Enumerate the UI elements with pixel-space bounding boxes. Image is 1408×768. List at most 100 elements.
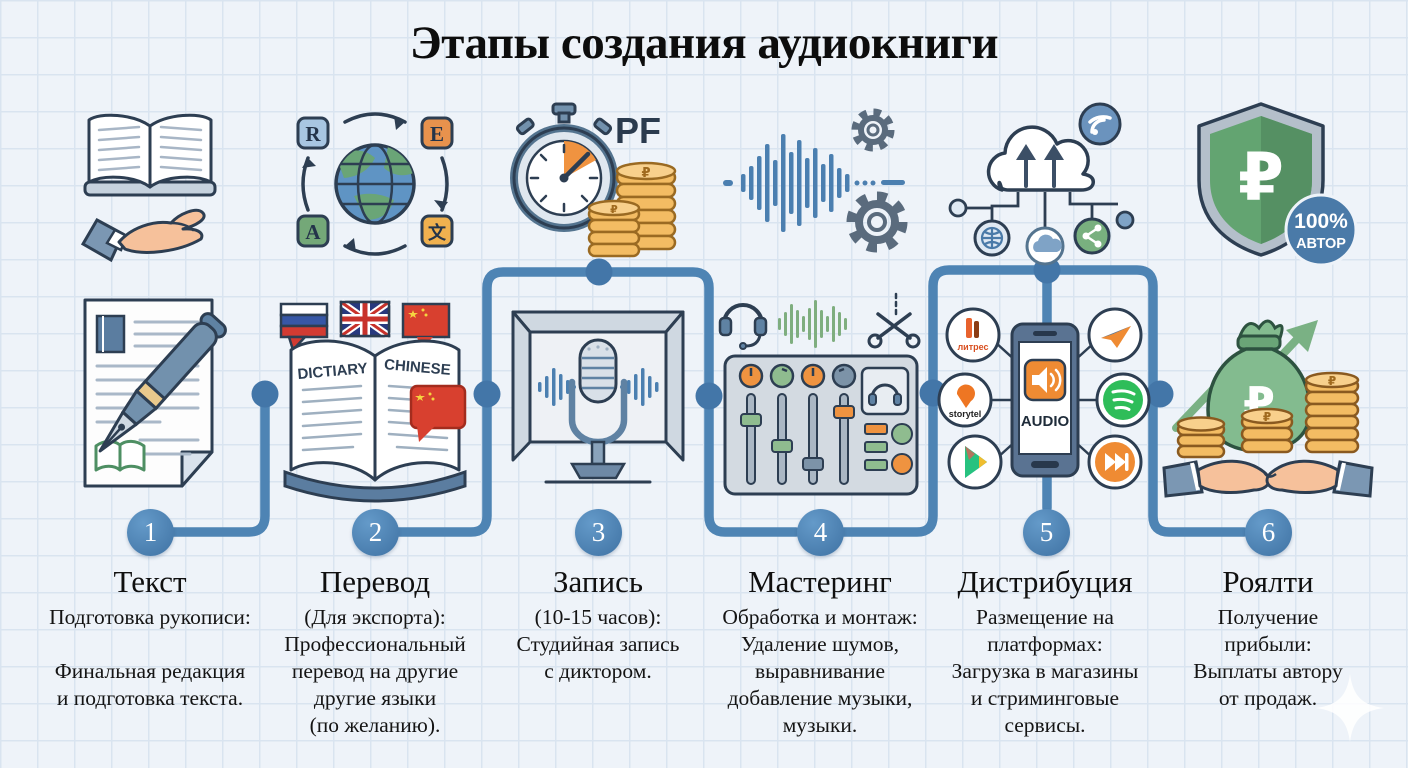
desc-line: с диктором.: [544, 659, 652, 683]
desc-line: Профессиональный: [284, 632, 466, 656]
skip-track-app-icon: [1087, 434, 1143, 490]
money-royalty-icon: ₽ ₽ ₽: [1162, 319, 1374, 498]
waveform-gears-icon: [723, 108, 908, 253]
sparkle-icon: [1316, 674, 1384, 742]
smartphone: AUDIO: [1010, 322, 1080, 478]
cloud-upload-network-icon: [948, 102, 1135, 266]
book-on-hand-icon: [80, 113, 217, 263]
desc-line: и подготовка текста.: [56, 686, 244, 710]
desc-line: и стриминговые: [970, 686, 1120, 710]
lang-tile-e: E: [430, 122, 444, 146]
desc-line: Получение: [1217, 605, 1319, 629]
phone-app-label: AUDIO: [1021, 413, 1070, 430]
google-play-icon: [947, 434, 1003, 490]
desc-line: Подготовка рукописи:: [49, 605, 251, 629]
desc-line: Обработка и монтаж:: [722, 605, 918, 629]
globe-node-icon: [973, 219, 1011, 257]
desc-line: Удаление шумов,: [741, 632, 899, 656]
stopwatch-label: PF: [615, 110, 661, 151]
cloud-node-icon: [1025, 226, 1065, 266]
manuscript-pen-icon: [83, 298, 227, 488]
desc-line: (по желанию).: [309, 713, 441, 737]
page-title: Этапы создания аудиокниги: [409, 17, 999, 69]
china-speech-bubble-icon: [409, 384, 467, 442]
desc-line: Студийная запись: [516, 632, 680, 656]
stage-number-3: 3: [575, 509, 622, 556]
stage-number-6: 6: [1245, 509, 1292, 556]
gear-large-icon: [846, 191, 908, 253]
green-waveform: [778, 300, 847, 348]
desc-line: перевод на другие: [291, 659, 459, 683]
booth-waveform-right: [620, 368, 659, 406]
mixing-console-icon: [718, 292, 921, 496]
desc-line: платформах:: [987, 632, 1103, 656]
stage-title-zapis: Запись: [553, 564, 643, 599]
stage-desc-3: (10-15 часов): Студийная запись с диктор…: [468, 604, 728, 685]
timeline-node-dots: [251, 256, 1174, 410]
desc-line: Финальная редакция: [54, 659, 246, 683]
headphones-icon: [718, 303, 768, 350]
stage-desc-1: Подготовка рукописи: Финальная редакция …: [20, 604, 280, 712]
stopwatch-coins-icon: PF ₽ ₽: [510, 102, 677, 258]
storytel-app-icon: storytel: [937, 372, 993, 428]
timeline-segment-1: [168, 389, 270, 537]
coin-ruble-sign: ₽: [641, 165, 650, 180]
badge-author: АВТОР: [1296, 236, 1346, 252]
globe-translate-icon: R E A 文: [296, 112, 454, 256]
book-page-left-title: DICTIARY: [297, 360, 368, 383]
lang-tile-hanzi: 文: [428, 222, 447, 243]
stage-number-5: 5: [1023, 509, 1070, 556]
lang-tile-a: A: [305, 220, 321, 244]
coin-stacks: [1176, 371, 1360, 459]
stage-number-2: 2: [352, 509, 399, 556]
stage-number-4: 4: [797, 509, 844, 556]
desc-line: от продаж.: [1218, 686, 1318, 710]
wifi-badge-icon: [1078, 102, 1122, 146]
audiobook-app-icon: [1087, 307, 1143, 363]
stage-title-royalti: Роялти: [1222, 564, 1314, 599]
stage-desc-5: Размещение на платформах: Загрузка в маг…: [915, 604, 1175, 739]
desc-line: добавление музыки,: [727, 686, 913, 710]
spotify-icon: [1095, 372, 1151, 428]
lang-tile-r: R: [305, 122, 321, 146]
desc-line: (10-15 часов):: [534, 605, 662, 629]
storytel-label: storytel: [949, 409, 982, 419]
coin-ruble-sign: ₽: [1328, 374, 1336, 388]
shield-ruble-sign: ₽: [1238, 140, 1284, 214]
desc-line: (Для экспорта):: [304, 605, 446, 629]
scissors-icon: [867, 292, 921, 349]
desc-line: сервисы.: [1004, 713, 1086, 737]
microphone: [544, 338, 652, 484]
studio-microphone-icon: [511, 310, 685, 484]
stage-desc-4: Обработка и монтаж: Удаление шумов, выра…: [690, 604, 950, 739]
stage-desc-6: Получение прибыли: Выплаты автору от про…: [1138, 604, 1398, 712]
phone-apps-icon: литрес storytel: [937, 307, 1151, 490]
desc-line: другие языки: [313, 686, 437, 710]
gear-small-icon: [851, 108, 895, 152]
flag-uk-icon: [338, 299, 392, 339]
fountain-pen: [98, 312, 227, 453]
coin-ruble-sign: ₽: [610, 204, 618, 216]
desc-line: выравнивание: [754, 659, 886, 683]
desc-line: музыки.: [782, 713, 858, 737]
flag-russia-icon: [279, 302, 329, 353]
hands: [1162, 459, 1374, 498]
coin-ruble-sign: ₽: [1263, 410, 1271, 424]
desc-line: прибыли:: [1224, 632, 1312, 656]
stage-title-text: Текст: [113, 564, 187, 599]
badge-percent: 100%: [1294, 210, 1348, 233]
litres-label: литрес: [957, 342, 988, 352]
stage-desc-2: (Для экспорта): Профессиональный перевод…: [245, 604, 505, 739]
share-node-icon: [1073, 217, 1111, 255]
stage-title-distribuciya: Дистрибуция: [957, 564, 1133, 599]
stage-number-1: 1: [127, 509, 174, 556]
stage-title-perevod: Перевод: [319, 564, 431, 599]
shield-ruble-icon: ₽ 100% АВТОР: [1197, 102, 1358, 267]
litres-app-icon: литрес: [945, 307, 1001, 363]
dictionary-flags-icon: DICTIARY CHINESE: [279, 299, 467, 503]
stage-title-mastering: Мастеринг: [748, 564, 892, 599]
author-badge: 100% АВТОР: [1284, 193, 1358, 267]
book-page-right-title: CHINESE: [383, 356, 451, 379]
